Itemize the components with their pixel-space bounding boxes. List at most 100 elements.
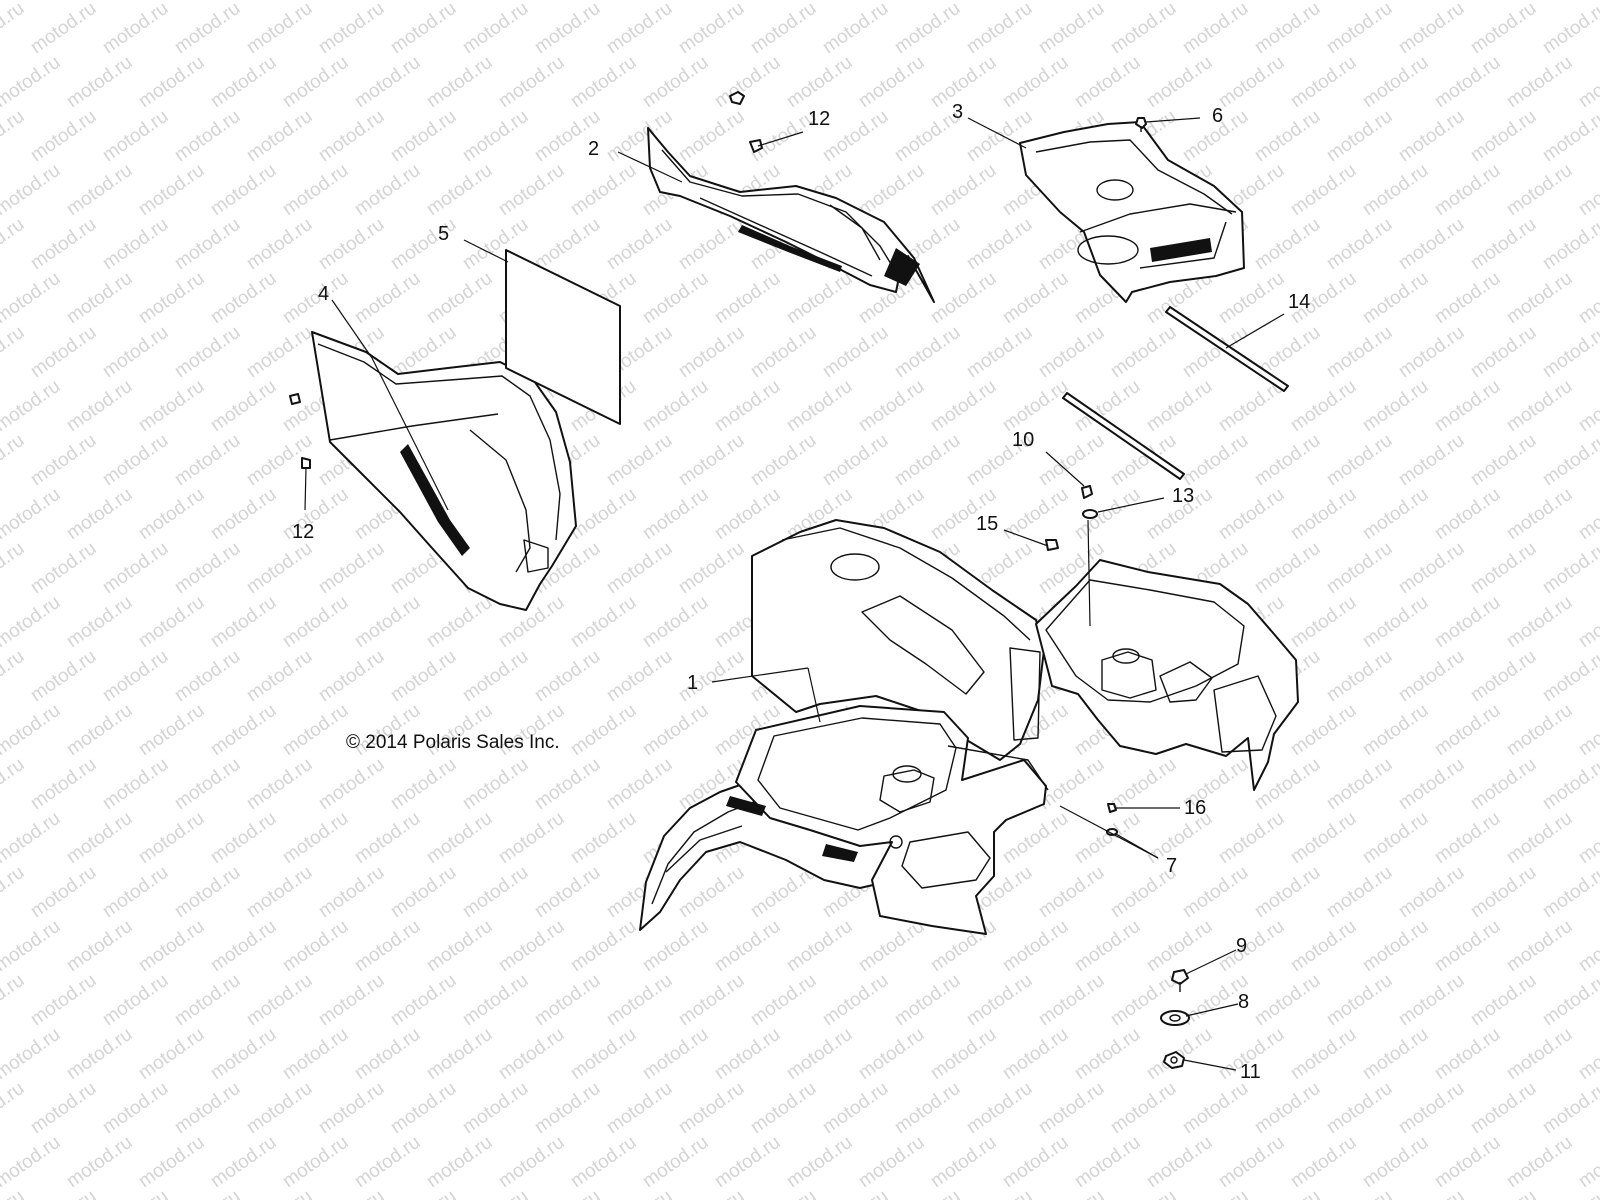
watermark-text: motod.ru <box>1359 376 1432 436</box>
callout-2: 2 <box>588 138 599 160</box>
watermark-text: motod.ru <box>1143 52 1216 112</box>
watermark-text: motod.ru <box>171 1078 244 1138</box>
watermark-text: motod.ru <box>963 1078 1036 1138</box>
watermark-text: motod.ru <box>747 322 820 382</box>
watermark-text: motod.ru <box>675 322 748 382</box>
watermark-text: motod.ru <box>711 0 784 4</box>
watermark-text: motod.ru <box>783 376 856 436</box>
watermark-text: motod.ru <box>567 160 640 220</box>
watermark-text: motod.ru <box>567 592 640 652</box>
watermark-text: motod.ru <box>1431 0 1504 4</box>
watermark-text: motod.ru <box>1395 322 1468 382</box>
watermark-text: motod.ru <box>243 0 316 58</box>
watermark-text: motod.ru <box>27 322 100 382</box>
watermark-text: motod.ru <box>999 1132 1072 1192</box>
watermark-text: motod.ru <box>1323 646 1396 706</box>
watermark-text: motod.ru <box>1323 862 1396 922</box>
watermark-text: motod.ru <box>963 214 1036 274</box>
watermark-text: motod.ru <box>963 0 1036 58</box>
watermark-text: motod.ru <box>63 592 136 652</box>
watermark-text: motod.ru <box>1575 268 1600 328</box>
watermark-text: motod.ru <box>135 700 208 760</box>
watermark-text: motod.ru <box>1503 916 1576 976</box>
watermark-text: motod.ru <box>639 592 712 652</box>
watermark-text: motod.ru <box>99 646 172 706</box>
watermark-text: motod.ru <box>1467 538 1540 598</box>
watermark-text: motod.ru <box>531 1186 604 1200</box>
watermark-text: motod.ru <box>63 268 136 328</box>
watermark-text: motod.ru <box>1179 0 1252 58</box>
watermark-text: motod.ru <box>1107 0 1180 58</box>
watermark-text: motod.ru <box>315 0 388 58</box>
watermark-text: motod.ru <box>603 1186 676 1200</box>
watermark-text: motod.ru <box>1503 592 1576 652</box>
watermark-text: motod.ru <box>1503 52 1576 112</box>
watermark-text: motod.ru <box>1503 268 1576 328</box>
watermark-text: motod.ru <box>747 430 820 490</box>
watermark-text: motod.ru <box>0 808 64 868</box>
watermark-text: motod.ru <box>1431 808 1504 868</box>
watermark-text: motod.ru <box>351 0 424 4</box>
watermark-text: motod.ru <box>1215 0 1288 4</box>
watermark-text: motod.ru <box>99 322 172 382</box>
watermark-text: motod.ru <box>1359 808 1432 868</box>
watermark-text: motod.ru <box>1431 52 1504 112</box>
watermark-text: motod.ru <box>999 376 1072 436</box>
watermark-text: motod.ru <box>135 0 208 4</box>
watermark-text: motod.ru <box>1359 52 1432 112</box>
watermark-text: motod.ru <box>999 1024 1072 1084</box>
watermark-text: motod.ru <box>1143 916 1216 976</box>
watermark-text: motod.ru <box>243 970 316 1030</box>
watermark-text: motod.ru <box>0 376 64 436</box>
watermark-text: motod.ru <box>423 916 496 976</box>
watermark-text: motod.ru <box>315 538 388 598</box>
callout-6: 6 <box>1212 105 1223 127</box>
watermark-text: motod.ru <box>639 376 712 436</box>
callout-13: 13 <box>1172 485 1194 507</box>
watermark-text: motod.ru <box>495 160 568 220</box>
watermark-text: motod.ru <box>1467 106 1540 166</box>
watermark-text: motod.ru <box>1539 970 1600 1030</box>
watermark-text: motod.ru <box>603 0 676 58</box>
watermark-text: motod.ru <box>1251 430 1324 490</box>
watermark-text: motod.ru <box>207 484 280 544</box>
part-12-push-rivet-top <box>749 139 763 153</box>
watermark-text: motod.ru <box>99 1078 172 1138</box>
watermark-text: motod.ru <box>0 538 28 598</box>
watermark-text: motod.ru <box>819 322 892 382</box>
watermark-text: motod.ru <box>1395 0 1468 58</box>
part-4-side-panel <box>311 331 577 611</box>
watermark-text: motod.ru <box>1431 1132 1504 1192</box>
watermark-text: motod.ru <box>1431 160 1504 220</box>
watermark-text: motod.ru <box>1395 1186 1468 1200</box>
watermark-text: motod.ru <box>567 52 640 112</box>
watermark-text: motod.ru <box>603 538 676 598</box>
watermark-text: motod.ru <box>567 700 640 760</box>
watermark-text: motod.ru <box>0 700 64 760</box>
watermark-text: motod.ru <box>207 592 280 652</box>
watermark-text: motod.ru <box>135 592 208 652</box>
watermark-text: motod.ru <box>747 0 820 58</box>
watermark-text: motod.ru <box>1467 754 1540 814</box>
watermark-text: motod.ru <box>1107 1186 1180 1200</box>
watermark-text: motod.ru <box>1287 1132 1360 1192</box>
watermark-text: motod.ru <box>1215 916 1288 976</box>
watermark-text: motod.ru <box>783 1024 856 1084</box>
watermark-text: motod.ru <box>1287 700 1360 760</box>
watermark-text: motod.ru <box>0 322 28 382</box>
watermark-text: motod.ru <box>603 214 676 274</box>
part-6-screw <box>1135 117 1147 129</box>
watermark-text: motod.ru <box>243 1186 316 1200</box>
watermark-text: motod.ru <box>1503 1024 1576 1084</box>
watermark-text: motod.ru <box>495 916 568 976</box>
watermark-text: motod.ru <box>171 106 244 166</box>
callout-14: 14 <box>1288 291 1310 313</box>
watermark-text: motod.ru <box>531 646 604 706</box>
watermark-text: motod.ru <box>891 970 964 1030</box>
watermark-text: motod.ru <box>1107 754 1180 814</box>
watermark-text: motod.ru <box>639 0 712 4</box>
watermark-text: motod.ru <box>423 52 496 112</box>
watermark-text: motod.ru <box>1071 1024 1144 1084</box>
watermark-text: motod.ru <box>1431 268 1504 328</box>
